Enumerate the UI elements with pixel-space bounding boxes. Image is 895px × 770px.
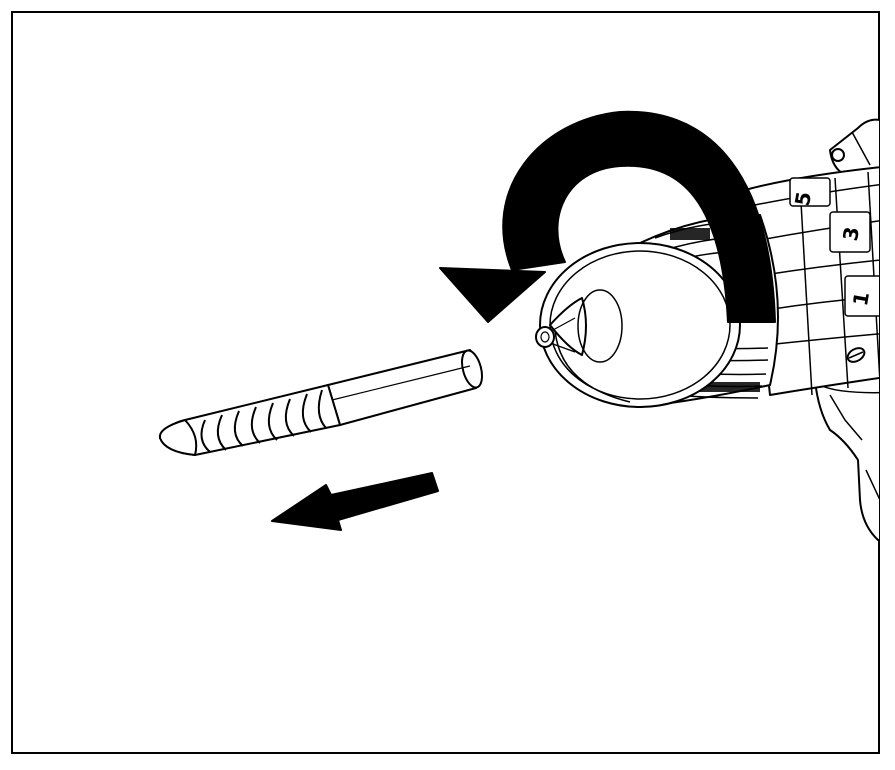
counterclockwise-rotation-arrow bbox=[439, 110, 776, 323]
drill-handle bbox=[814, 375, 879, 541]
chuck-face bbox=[539, 242, 741, 408]
collar-mark-3: 3 bbox=[838, 225, 864, 243]
gear-selector bbox=[829, 118, 879, 176]
drill-bit bbox=[158, 349, 483, 456]
chuck-nose bbox=[549, 297, 587, 356]
pull-direction-arrow bbox=[271, 472, 439, 531]
collar-mark-5: 5 bbox=[790, 190, 816, 208]
collar-mark-1: 1 bbox=[848, 290, 874, 308]
drill: 5 3 1 bbox=[535, 118, 879, 541]
